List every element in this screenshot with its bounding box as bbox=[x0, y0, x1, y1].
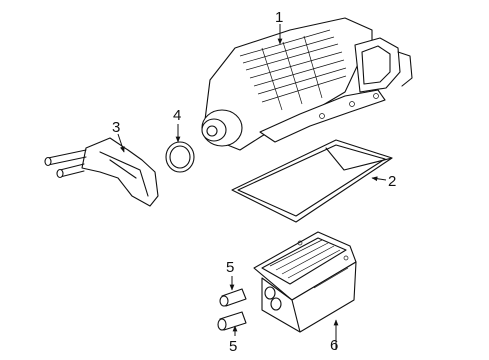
plug-part-upper[interactable] bbox=[219, 288, 247, 307]
intercooler-part[interactable] bbox=[253, 231, 357, 333]
callout-1: 1 bbox=[275, 9, 283, 26]
leader-line-3 bbox=[117, 133, 125, 153]
callout-3: 3 bbox=[112, 119, 120, 136]
supercharger-part[interactable] bbox=[201, 17, 413, 151]
leader-line-2 bbox=[371, 176, 387, 182]
plug-part-lower[interactable] bbox=[217, 311, 247, 331]
callout-5-lower: 5 bbox=[229, 338, 237, 355]
bracket-part[interactable] bbox=[44, 137, 159, 207]
callout-6: 6 bbox=[330, 337, 338, 354]
o-ring-part[interactable] bbox=[165, 141, 195, 173]
callout-5-upper: 5 bbox=[226, 259, 234, 276]
gasket-part[interactable] bbox=[231, 139, 393, 223]
callout-2: 2 bbox=[388, 173, 396, 190]
callout-4: 4 bbox=[173, 107, 181, 124]
